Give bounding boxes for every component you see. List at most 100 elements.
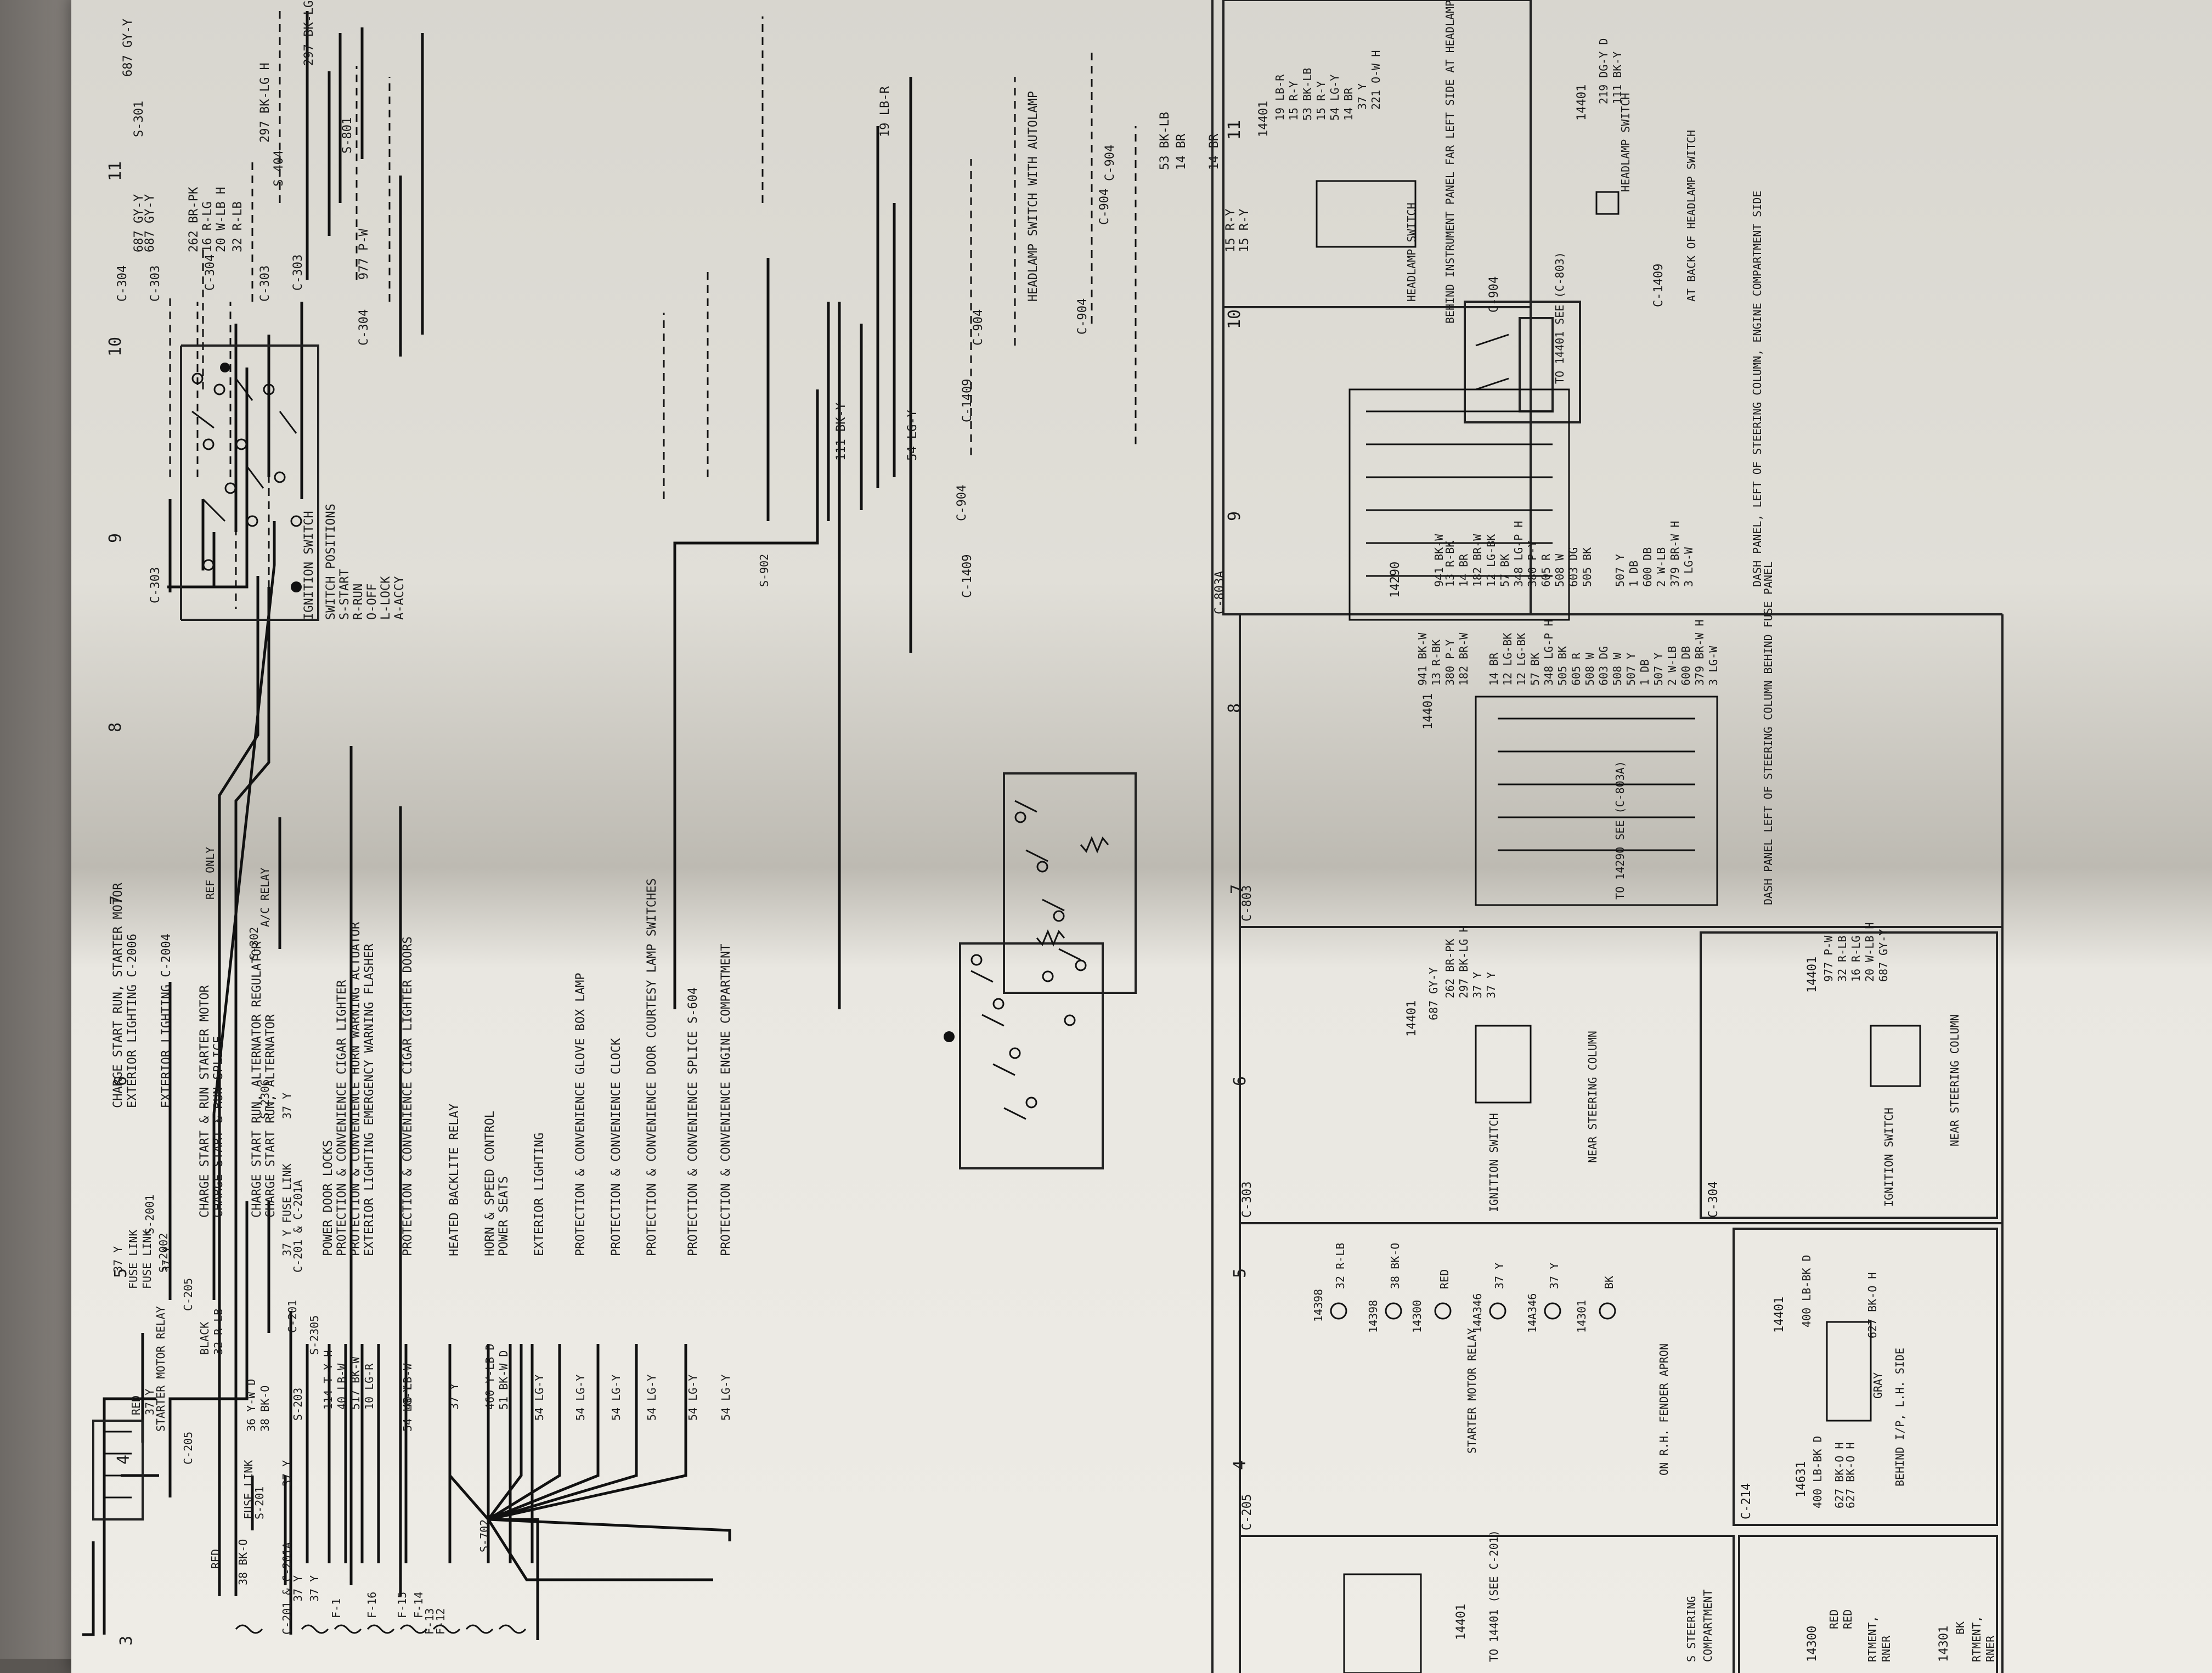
headlamp-switch-title: HEADLAMP SWITCH WITH AUTOLAMP [1026, 91, 1040, 302]
connector-label: C-304 [116, 265, 129, 302]
fuse-link-label: 37 Y FUSE LINK [280, 1163, 294, 1256]
circuit-desc: HORN & SPEED CONTROL [483, 1111, 497, 1256]
pin-label: 14 BR [1487, 652, 1500, 686]
pin-label: 15 R-Y [1314, 81, 1328, 121]
wire-label: 32 R-LB [231, 201, 245, 252]
circuit-desc: EXTERIOR LIGHTING [533, 1133, 546, 1256]
switch-positions-title: SWITCH POSITIONS [324, 504, 338, 620]
connector-label: C-201 & C-201A [291, 1180, 304, 1273]
location-text: BEHIND INSTRUMENT PANEL FAR LEFT SIDE AT… [1443, 0, 1457, 324]
wire-label: 53 BK-LB [1158, 112, 1172, 170]
pin-label: GRAY [1871, 1372, 1884, 1399]
part-number: 14398 [1312, 1289, 1325, 1322]
wire-label: 687 GY-Y [143, 194, 157, 252]
pin-label: 600 DB [1641, 547, 1654, 587]
connector-label: C-304 [204, 255, 217, 291]
pin-label: 16 R-LG [1849, 936, 1863, 982]
fuse-symbols [92, 1420, 527, 1634]
pin-label: 505 BK [1581, 547, 1594, 587]
pin-label: 57 BK [1498, 554, 1511, 587]
grid-number: 7 [107, 895, 126, 905]
pin-label: 600 DB [1679, 646, 1692, 686]
part-number: 14401 [1257, 101, 1271, 137]
splice-label: S-702 [478, 1519, 491, 1552]
wire-code: 460 Y-LB D [483, 1344, 496, 1410]
pin-label: 348 LG-P H [1512, 521, 1525, 587]
pin-label: 53 BK-LB [1301, 68, 1314, 121]
pin-label: 3 LG-W [1682, 547, 1695, 587]
grid-number: 10 [106, 337, 125, 357]
headlamp-switch-symbol [944, 772, 1137, 1169]
fuse-link-label: FUSE LINK [242, 1460, 255, 1519]
partial-text: S STEERING [1685, 1596, 1698, 1662]
switch-position: O-OFF [365, 584, 379, 620]
grid-number-row-lower: 4 5 6 7 8 9 10 11 [1225, 120, 1250, 1470]
connector-label: C-1409 [961, 555, 974, 598]
grid-number: 3 [117, 1636, 136, 1646]
pin-label: 605 R [1539, 553, 1553, 587]
pin-label: 508 W [1583, 652, 1596, 686]
wire-label: 38 BK-O [258, 1386, 272, 1432]
pin-label: 12 LG-BK [1485, 534, 1498, 587]
pin-label: 941 BK-W [1432, 534, 1446, 587]
pin-label: 507 Y [1624, 653, 1638, 686]
ref-only-label: REF ONLY [204, 847, 217, 900]
connector-code: C-214 [1740, 1483, 1753, 1519]
connector-view-grid [1211, 0, 2004, 1673]
pin-label: 1 DB [1627, 561, 1640, 587]
wire-label: 15 R-Y [1224, 209, 1238, 252]
wire-label: 977 P-W [357, 229, 371, 280]
circuit-desc: PROTECTION & CONVENIENCE SPLICE S-604 [686, 987, 700, 1256]
part-number: 14401 [1805, 957, 1819, 993]
connector-label: C-904 [955, 485, 969, 521]
grid-number: 5 [111, 1268, 131, 1278]
partial-text: RNER [1880, 1635, 1893, 1662]
wire-code: 37 Y [111, 1246, 125, 1273]
connector-code: C-904 [1487, 276, 1501, 313]
panel-c214: C-214 14401 14631 400 LB-BK D 400 LB-BK … [1733, 1228, 1998, 1526]
wire-code: 54 LG-Y [686, 1375, 699, 1421]
circuit-desc: PROTECTION & CONVENIENCE DOOR COURTESY L… [645, 878, 659, 1256]
circuit-desc: CHARGE START RUN, ALTERNATOR [264, 1014, 278, 1218]
grid-number: 11 [106, 161, 125, 181]
fuse-label: F-16 [365, 1592, 379, 1618]
connector-code: C-205 [1240, 1494, 1254, 1530]
part-number: 14290 [1389, 562, 1402, 598]
wire-label: 38 BK-O [236, 1539, 250, 1585]
pin-label: 379 BR-W H [1693, 620, 1706, 686]
pin-label: 505 BK [1556, 646, 1569, 686]
pin-label: 37 Y [1471, 972, 1484, 998]
pin-label: BK [1602, 1276, 1616, 1289]
connector-label: C-904 [1103, 145, 1117, 181]
component-label: HEADLAMP SWITCH [1405, 202, 1418, 302]
pin-label: 379 BR-W H [1668, 521, 1681, 587]
panel-c803: C-803 14401 TO 14290 SEE (C-803A) 941 BK… [1240, 562, 1775, 922]
splice-label: S-201 [253, 1487, 266, 1519]
partial-text: RED [1827, 1609, 1841, 1629]
pin-label: 262 BR-PK [1443, 939, 1457, 998]
partial-text: RNER [1984, 1635, 1997, 1662]
pin-label: 37 Y [1485, 972, 1498, 998]
part-number: 14401 [1575, 84, 1589, 121]
wire-label: 14 BR [1207, 133, 1221, 170]
wire-label: 37 Y [143, 1389, 156, 1415]
wire-label: 15 R-Y [1238, 209, 1251, 252]
fuse-label: F-1 [330, 1598, 343, 1618]
grid-number: 9 [106, 533, 125, 543]
partial-text: TO 14401 (SEE C-201) [1487, 1530, 1500, 1662]
pin-label: 32 R-LB [1334, 1243, 1347, 1289]
pin-label: 3 LG-W [1707, 646, 1720, 686]
wire-label: 297 BK-LG H [302, 0, 316, 66]
connector-label: C-201 & C-201A [280, 1542, 294, 1635]
location-text: AT BACK OF HEADLAMP SWITCH [1685, 130, 1698, 302]
circuit-desc: EXTERIOR LIGHTING C-2006 [126, 934, 139, 1108]
pin-label: 32 R-LB [1836, 936, 1849, 982]
wire-label: 37 Y [291, 1575, 304, 1602]
pin-label: 1 DB [1638, 659, 1651, 686]
switch-position: L-LOCK [379, 576, 393, 620]
connector-code: C-803A [1213, 571, 1227, 614]
component-label: IGNITION SWITCH [1882, 1107, 1895, 1207]
partial-text: BK [1954, 1621, 1967, 1635]
part-number: 14401 [1405, 1001, 1419, 1037]
pin-label: 348 LG-P H [1542, 620, 1555, 686]
